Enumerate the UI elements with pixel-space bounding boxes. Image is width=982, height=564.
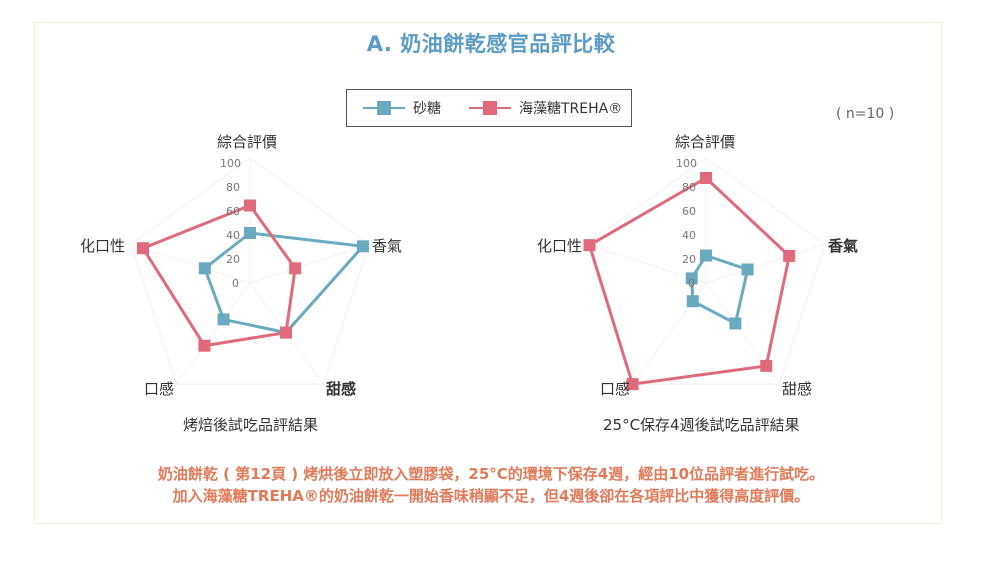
legend-label-sugar: 砂糖 <box>413 101 441 117</box>
c1-series-line-0 <box>203 231 366 335</box>
c1-point-0-3 <box>217 313 230 326</box>
c1-tick-40: 40 <box>226 229 240 242</box>
c2-series-line-1 <box>587 176 791 386</box>
c2-caption: 25°C保存4週後試吃品評結果 <box>603 416 800 434</box>
c2-point-1-3 <box>626 378 639 391</box>
c2-axis-aroma: 香氣 <box>828 237 859 255</box>
c2-point-0-2 <box>729 317 742 330</box>
c1-point-0-4 <box>198 262 211 275</box>
footnote-line-2: 加入海藻糖TREHA®的奶油餅乾一開始香味稍顯不足，但4週後卻在各項評比中獲得高… <box>172 487 810 505</box>
c1-point-0-1 <box>356 240 369 253</box>
c2-axis-texture: 口感 <box>600 380 631 398</box>
legend-marker-sugar <box>377 101 391 115</box>
legend-item-sugar: 砂糖 <box>363 90 441 126</box>
chart-legend: 砂糖 海藻糖TREHA® <box>346 89 632 127</box>
c1-radar-spoke <box>130 243 251 284</box>
c1-point-1-3 <box>198 339 211 352</box>
legend-item-treha: 海藻糖TREHA® <box>469 90 622 126</box>
c1-point-1-2 <box>280 326 293 339</box>
c2-tick-40: 40 <box>682 229 696 242</box>
c1-caption: 烤焙後試吃品評結果 <box>183 416 319 434</box>
c1-tick-20: 20 <box>226 253 240 266</box>
c2-tick-80: 80 <box>682 181 696 194</box>
c1-tick-0: 0 <box>232 277 239 290</box>
c2-point-0-1 <box>741 263 754 276</box>
c2-point-0-3 <box>686 295 699 308</box>
c1-axis-overall: 綜合評價 <box>217 133 278 151</box>
legend-line-treha <box>469 101 511 115</box>
c1-point-1-0 <box>244 199 256 212</box>
c2-point-1-2 <box>760 359 773 372</box>
c2-axis-sweetness: 甜感 <box>782 380 813 398</box>
chart-title: A. 奶油餅乾感官品評比較 <box>366 32 616 56</box>
c1-axis-aroma: 香氣 <box>372 237 403 255</box>
legend-label-treha: 海藻糖TREHA® <box>519 101 623 117</box>
c2-tick-20: 20 <box>682 253 696 266</box>
c1-axis-texture: 口感 <box>144 380 175 398</box>
footnote-line-1: 奶油餅乾 ( 第12頁 ) 烤烘後立即放入塑膠袋，25°C的環境下保存4週，經由… <box>157 465 825 483</box>
c1-axis-melt: 化口性 <box>80 237 126 255</box>
c2-point-1-1 <box>783 249 796 262</box>
c2-radar-frame <box>586 157 826 385</box>
c2-point-1-4 <box>583 239 596 252</box>
c1-axis-sweetness: 甜感 <box>326 380 357 398</box>
c1-point-1-4 <box>137 242 150 255</box>
c1-radar-frame <box>130 157 370 385</box>
c1-point-0-0 <box>244 227 256 239</box>
c2-series-line-0 <box>690 253 750 326</box>
c2-tick-0: 0 <box>688 277 695 290</box>
c1-tick-80: 80 <box>226 181 240 194</box>
c1-series-line-1 <box>140 203 297 348</box>
c2-point-0-0 <box>700 249 712 262</box>
c2-tick-100: 100 <box>676 157 697 170</box>
c2-axis-melt: 化口性 <box>537 237 583 255</box>
c2-point-1-0 <box>700 172 712 184</box>
legend-line-sugar <box>363 101 405 115</box>
c2-point-0-4 <box>685 272 698 285</box>
c1-radar-spoke <box>176 282 251 385</box>
c1-tick-100: 100 <box>220 157 241 170</box>
c2-axis-overall: 綜合評價 <box>675 133 736 151</box>
c1-radar-spoke <box>249 243 370 284</box>
sample-size-label: ( n=10 ) <box>836 106 895 122</box>
legend-marker-treha <box>483 101 497 115</box>
c1-point-1-1 <box>289 262 302 275</box>
c1-tick-60: 60 <box>226 205 240 218</box>
c2-radar-spoke <box>705 243 826 284</box>
c2-tick-60: 60 <box>682 205 696 218</box>
